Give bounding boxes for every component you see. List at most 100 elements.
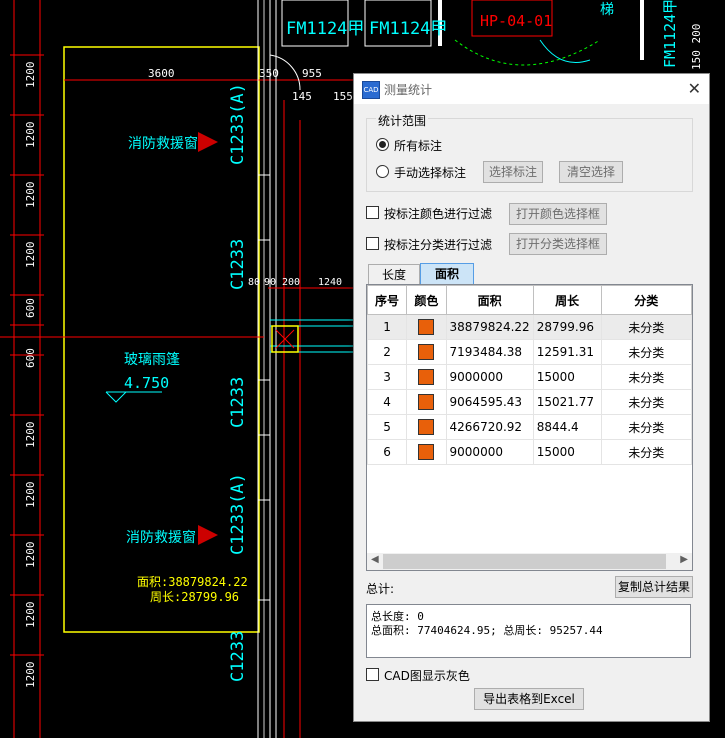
color-swatch[interactable] [418, 319, 435, 335]
cell-color[interactable] [406, 439, 447, 465]
filter-color-checkbox[interactable] [366, 206, 379, 219]
open-color-picker-button[interactable]: 打开颜色选择框 [509, 203, 607, 225]
cell-perimeter[interactable]: 15000 [532, 439, 602, 465]
cell-perimeter[interactable]: 15021.77 [532, 389, 602, 415]
canopy-label: 玻璃雨篷 [124, 351, 180, 368]
color-swatch[interactable] [418, 444, 435, 460]
copy-total-button[interactable]: 复制总计结果 [615, 576, 693, 598]
svg-text:1200: 1200 [24, 482, 37, 509]
svg-text:1200: 1200 [24, 662, 37, 689]
radio-manual-select[interactable] [376, 165, 389, 178]
app-icon: CAD [362, 81, 380, 99]
col-header-perimeter[interactable]: 周长 [532, 285, 602, 315]
cell-color[interactable] [406, 364, 447, 390]
cell-category[interactable]: 未分类 [600, 414, 692, 440]
cell-category[interactable]: 未分类 [600, 439, 692, 465]
dim-80: 80 [248, 277, 260, 288]
tab-length[interactable]: 长度 [368, 264, 420, 285]
color-swatch[interactable] [418, 344, 435, 360]
cell-area[interactable]: 9000000 [445, 364, 534, 390]
dialog-titlebar[interactable]: CAD 测量统计 ✕ [354, 74, 709, 104]
room-boundary[interactable] [63, 46, 260, 633]
escape-window-arrow-bottom [198, 525, 218, 545]
side-dimension-labels: 1200 1200 1200 1200 600 600 1200 1200 12… [24, 62, 37, 689]
escape-window-arrow-top [198, 132, 218, 152]
dim-3600: 3600 [148, 67, 175, 80]
radio-all-annotations[interactable] [376, 138, 389, 151]
cell-category[interactable]: 未分类 [600, 389, 692, 415]
color-swatch[interactable] [418, 394, 435, 410]
scope-group-label: 统计范围 [376, 112, 429, 129]
cell-area[interactable]: 7193484.38 [445, 339, 534, 365]
horizontal-scrollbar[interactable]: ◀ ▶ [367, 553, 692, 570]
scroll-right-icon[interactable]: ▶ [680, 554, 688, 565]
svg-text:1200: 1200 [24, 62, 37, 89]
cell-color[interactable] [406, 389, 447, 415]
color-swatch[interactable] [418, 419, 435, 435]
color-swatch[interactable] [418, 369, 435, 385]
cell-area[interactable]: 9000000 [445, 439, 534, 465]
summary-box: 总长度: 0 总面积: 77404624.95; 总周长: 95257.44 [366, 604, 691, 658]
cell-category[interactable]: 未分类 [600, 314, 692, 340]
window-label-bottom: C1233 [228, 631, 248, 682]
door-fm-right: FM1124甲 [369, 19, 447, 39]
col-header-area[interactable]: 面积 [445, 285, 534, 315]
open-category-picker-button[interactable]: 打开分类选择框 [509, 233, 607, 255]
cell-perimeter[interactable]: 15000 [532, 364, 602, 390]
canopy-elevation: 4.750 [124, 374, 169, 392]
dim-155: 155 [333, 90, 353, 103]
close-icon[interactable]: ✕ [687, 79, 701, 98]
clear-selection-button[interactable]: 清空选择 [559, 161, 623, 183]
cell-index[interactable]: 5 [367, 414, 408, 440]
scroll-left-icon[interactable]: ◀ [371, 554, 379, 565]
col-header-category[interactable]: 分类 [600, 285, 692, 315]
cell-color[interactable] [406, 339, 447, 365]
radio-manual-label[interactable]: 手动选择标注 [394, 166, 467, 180]
col-header-color[interactable]: 颜色 [406, 285, 447, 315]
svg-text:1200: 1200 [24, 602, 37, 629]
radio-all-label[interactable]: 所有标注 [394, 139, 443, 153]
cad-gray-checkbox[interactable] [366, 668, 379, 681]
filter-category-label[interactable]: 按标注分类进行过滤 [384, 238, 493, 252]
tab-area[interactable]: 面积 [420, 263, 474, 285]
cell-color[interactable] [406, 414, 447, 440]
cell-index[interactable]: 2 [367, 339, 408, 365]
svg-text:1200: 1200 [24, 182, 37, 209]
cell-area[interactable]: 9064595.43 [445, 389, 534, 415]
filter-color-label[interactable]: 按标注颜色进行过滤 [384, 207, 493, 221]
cell-perimeter[interactable]: 8844.4 [532, 414, 602, 440]
select-annotation-button[interactable]: 选择标注 [483, 161, 543, 183]
side-dimension-ticks [10, 54, 44, 656]
col-header-index[interactable]: 序号 [367, 285, 408, 315]
cad-gray-label[interactable]: CAD图显示灰色 [384, 669, 470, 683]
cell-area[interactable]: 38879824.22 [445, 314, 534, 340]
column-marker[interactable] [271, 325, 299, 353]
cell-index[interactable]: 4 [367, 389, 408, 415]
summary-total-length: 总长度: 0 [371, 610, 424, 623]
cell-category[interactable]: 未分类 [600, 364, 692, 390]
axis-lines [0, 287, 353, 353]
cell-index[interactable]: 6 [367, 439, 408, 465]
cell-perimeter[interactable]: 28799.96 [532, 314, 602, 340]
exterior-wall [257, 0, 301, 738]
scrollbar-thumb[interactable] [383, 554, 666, 569]
cell-index[interactable]: 1 [367, 314, 408, 340]
svg-text:600: 600 [24, 298, 37, 318]
export-excel-button[interactable]: 导出表格到Excel [474, 688, 584, 710]
cell-category[interactable]: 未分类 [600, 339, 692, 365]
filter-category-checkbox[interactable] [366, 237, 379, 250]
cell-area[interactable]: 4266720.92 [445, 414, 534, 440]
measure-stats-dialog: CAD 测量统计 ✕ 统计范围 所有标注 手动选择标注 选择标注 清空选择 按标… [353, 73, 710, 722]
perimeter-annotation: 周长:28799.96 [150, 590, 239, 604]
cell-color[interactable] [406, 314, 447, 340]
cell-perimeter[interactable]: 12591.31 [532, 339, 602, 365]
svg-text:1200: 1200 [24, 542, 37, 569]
cell-index[interactable]: 3 [367, 364, 408, 390]
